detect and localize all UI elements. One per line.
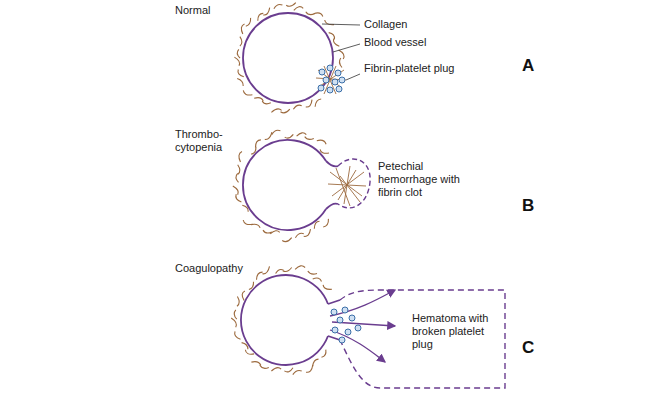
fibrin-platelet-plug xyxy=(316,65,346,94)
collagen-fiber xyxy=(271,368,281,371)
collagen-fiber xyxy=(322,350,326,358)
collagen-fiber xyxy=(231,318,236,327)
collagen-fiber xyxy=(282,238,292,242)
collagen-fiber xyxy=(263,8,270,15)
collagen-fiber xyxy=(251,362,260,366)
panel-title: Normal xyxy=(175,4,210,17)
collagen-fiber xyxy=(234,57,239,66)
panel-letter: A xyxy=(522,56,534,76)
collagen-fiber xyxy=(235,331,241,339)
collagen-fiber xyxy=(258,13,264,20)
collagen-fibers xyxy=(231,3,344,375)
collagen-fiber xyxy=(284,368,293,372)
collagen-fiber xyxy=(281,109,290,113)
collagen-fiber xyxy=(236,173,239,182)
collagen-fiber xyxy=(320,149,329,153)
collagen-fiber xyxy=(240,37,242,46)
collagen-fiber xyxy=(295,233,303,237)
blood-flow-arrows xyxy=(330,290,395,362)
collagen-fiber xyxy=(262,266,269,274)
collagen-fiber xyxy=(242,291,245,301)
collagen-fiber xyxy=(286,3,296,7)
panel-title: Thrombo- cytopenia xyxy=(175,128,237,154)
collagen-fiber xyxy=(255,140,260,148)
collagen-fiber xyxy=(314,13,323,17)
collagen-fiber xyxy=(272,130,281,135)
fibrin-clot xyxy=(328,166,366,206)
collagen-fiber xyxy=(238,70,244,77)
collagen-fiber xyxy=(306,365,313,373)
collagen-fiber xyxy=(323,285,332,289)
collagen-fiber xyxy=(304,229,311,236)
collagen-fiber xyxy=(237,79,243,87)
collagen-fiber xyxy=(333,39,339,47)
collagen-fiber xyxy=(285,134,294,138)
part-label: Petechial hemorrhage with fibrin clot xyxy=(378,160,470,199)
part-label: Hematoma with broken platelet plug xyxy=(412,312,500,351)
collagen-fiber xyxy=(260,365,269,368)
panel-title: Coagulopathy xyxy=(175,262,243,275)
collagen-fiber xyxy=(233,186,238,195)
panel-letter: B xyxy=(522,196,534,216)
collagen-fiber xyxy=(308,271,317,274)
collagen-fiber xyxy=(237,296,239,306)
collagen-fiber xyxy=(246,18,251,26)
collagen-fiber xyxy=(294,7,303,11)
vessel-wall xyxy=(243,140,326,230)
collagen-fiber xyxy=(276,269,284,273)
part-label: Collagen xyxy=(364,18,407,31)
part-label: Fibrin-platelet plug xyxy=(364,62,456,75)
collagen-fiber xyxy=(317,140,326,144)
collagen-fiber xyxy=(274,4,283,8)
collagen-fiber xyxy=(329,33,335,40)
collagen-fiber xyxy=(239,152,242,162)
collagen-fiber xyxy=(263,230,272,233)
collagen-fiber xyxy=(323,219,328,227)
leader-lines xyxy=(322,24,360,80)
collagen-fiber xyxy=(238,165,240,175)
collagen-fiber xyxy=(254,98,263,101)
collagen-fiber xyxy=(283,268,292,272)
collagen-fiber xyxy=(243,90,252,95)
collagen-fiber xyxy=(295,266,305,270)
collagen-fiber xyxy=(315,99,321,107)
panel-letter: C xyxy=(522,338,534,358)
collagen-fiber xyxy=(237,49,240,58)
collagen-fiber xyxy=(314,221,319,229)
collagen-fiber xyxy=(236,194,242,202)
collagen-fiber xyxy=(313,278,322,281)
broken-platelet-plug xyxy=(331,307,361,343)
collagen-fiber xyxy=(306,12,315,15)
collagen-fiber xyxy=(271,109,281,112)
collagen-fiber xyxy=(306,100,312,107)
collagen-fiber xyxy=(339,50,344,59)
collagen-fiber xyxy=(265,132,272,139)
vessel-wall xyxy=(243,13,333,103)
collagen-fiber xyxy=(293,105,301,109)
collagen-fiber xyxy=(241,24,244,34)
petechial-outline xyxy=(338,159,370,208)
part-label: Blood vessel xyxy=(364,36,426,49)
collagen-fiber xyxy=(243,220,253,225)
collagen-fiber xyxy=(297,133,307,136)
collagen-fiber xyxy=(313,359,319,366)
collagen-fiber xyxy=(257,272,263,280)
collagen-fiber xyxy=(262,101,271,104)
collagen-fiber xyxy=(293,370,302,374)
vessel-wall xyxy=(241,275,328,365)
collagen-fiber xyxy=(305,137,314,140)
collagen-fiber xyxy=(234,310,237,319)
collagen-fiber xyxy=(339,58,342,68)
